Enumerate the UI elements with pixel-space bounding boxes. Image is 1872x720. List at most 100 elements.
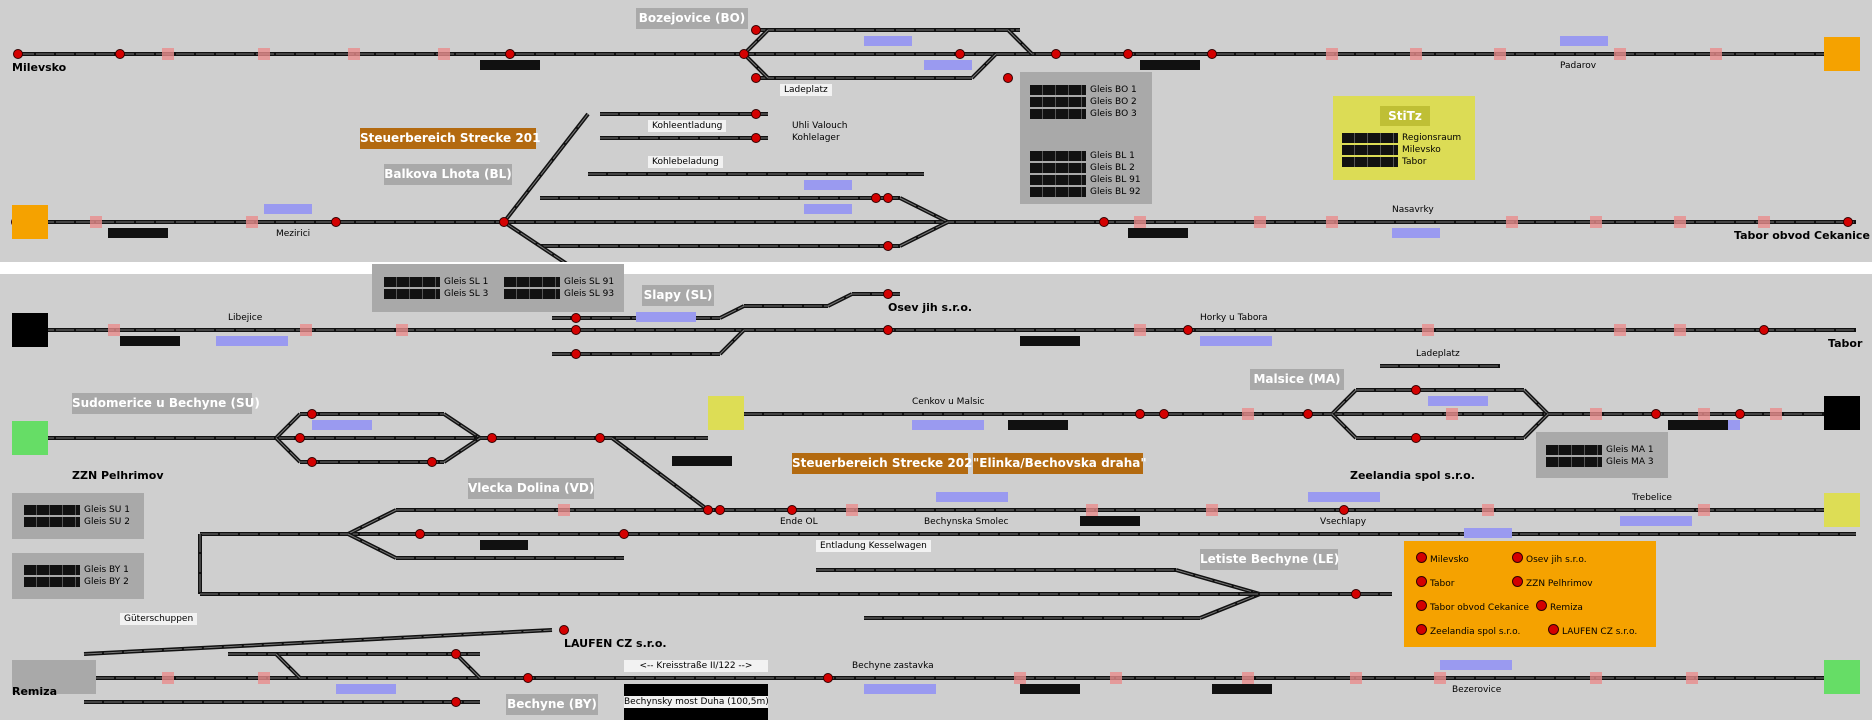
track-section xyxy=(1199,593,1261,619)
signal-icon xyxy=(571,325,581,335)
signal-icon xyxy=(487,433,497,443)
track-section xyxy=(1007,29,1033,55)
group-button-bl-92[interactable]: Gleis BL 92 xyxy=(1030,187,1141,198)
area-malsice[interactable]: Malsice (MA) xyxy=(1250,369,1344,390)
section-marker xyxy=(258,48,270,60)
group-button-sl-91[interactable]: Gleis SL 91 xyxy=(504,277,614,288)
group-button-bo-2[interactable]: Gleis BO 2 xyxy=(1030,97,1137,108)
stitz-button-tabor[interactable]: Tabor xyxy=(1342,157,1426,168)
track-section xyxy=(83,629,553,655)
signal-icon xyxy=(715,505,725,515)
signal-icon xyxy=(1159,409,1169,419)
area-balkova-lhota[interactable]: Balkova Lhota (BL) xyxy=(384,164,512,185)
platform xyxy=(636,312,696,322)
platform xyxy=(264,204,312,214)
section-marker xyxy=(1410,48,1422,60)
section-marker xyxy=(1674,216,1686,228)
place-vsechlapy: Vsechlapy xyxy=(1320,517,1367,527)
route-buttons xyxy=(480,60,540,70)
group-button-bl-1[interactable]: Gleis BL 1 xyxy=(1030,151,1135,162)
signal-icon xyxy=(751,25,761,35)
legend-osev[interactable]: Osev jih s.r.o. xyxy=(1512,552,1587,566)
end-box-sudomerice-left[interactable] xyxy=(12,421,48,455)
section-marker xyxy=(1434,672,1446,684)
end-box-trebelice-right[interactable] xyxy=(1824,493,1860,527)
group-button-sl-93[interactable]: Gleis SL 93 xyxy=(504,289,614,300)
group-button-bl-2[interactable]: Gleis BL 2 xyxy=(1030,163,1135,174)
end-box-malsice-right[interactable] xyxy=(1824,396,1860,430)
platform xyxy=(1620,516,1692,526)
signal-icon xyxy=(1759,325,1769,335)
signal-icon xyxy=(751,109,761,119)
area-sudomerice[interactable]: Sudomerice u Bechyne (SU) xyxy=(72,393,260,414)
area-bozejovice[interactable]: Bozejovice (BO) xyxy=(636,8,748,29)
group-button-ma-1[interactable]: Gleis MA 1 xyxy=(1546,445,1654,456)
end-box-milevsko-top[interactable] xyxy=(1824,37,1860,71)
section-marker xyxy=(90,216,102,228)
group-button-bo-1[interactable]: Gleis BO 1 xyxy=(1030,85,1137,96)
signal-icon xyxy=(295,433,305,443)
stitz-button-milevsko[interactable]: Milevsko xyxy=(1342,145,1441,156)
track-section xyxy=(1523,389,1549,415)
platform xyxy=(312,420,372,430)
section-marker xyxy=(1590,216,1602,228)
legend-zeelandia[interactable]: Zeelandia spol s.r.o. xyxy=(1416,624,1520,638)
stitz-button-regionsraum[interactable]: Regionsraum xyxy=(1342,133,1461,144)
group-button-su-2[interactable]: Gleis SU 2 xyxy=(24,517,130,528)
section-marker xyxy=(1350,672,1362,684)
button-group-su xyxy=(12,493,144,539)
track-section xyxy=(443,413,481,439)
legend-laufen[interactable]: LAUFEN CZ s.r.o. xyxy=(1548,624,1637,638)
area-letiste[interactable]: Letiste Bechyne (LE) xyxy=(1200,549,1339,570)
place-ende-ol: Ende OL xyxy=(780,517,818,527)
group-button-bl-91[interactable]: Gleis BL 91 xyxy=(1030,175,1141,186)
legend-remiza[interactable]: Remiza xyxy=(1536,600,1583,614)
signal-icon xyxy=(1536,600,1547,611)
end-box-libejice-left[interactable] xyxy=(12,313,48,347)
end-box-cenkov-left[interactable] xyxy=(708,396,744,430)
signal-icon xyxy=(883,325,893,335)
signal-icon xyxy=(1123,49,1133,59)
area-slapy[interactable]: Slapy (SL) xyxy=(642,285,714,306)
legend-tabor-obvod[interactable]: Tabor obvod Cekanice xyxy=(1416,600,1529,614)
route-buttons xyxy=(1020,684,1080,694)
end-box-balkova-left[interactable] xyxy=(12,205,48,239)
track-section xyxy=(1331,413,1357,439)
route-buttons xyxy=(1140,60,1200,70)
end-box-remiza-left[interactable] xyxy=(12,660,96,694)
legend-milevsko[interactable]: Milevsko xyxy=(1416,552,1469,566)
route-buttons xyxy=(1128,228,1188,238)
group-button-ma-3[interactable]: Gleis MA 3 xyxy=(1546,457,1654,468)
signal-icon xyxy=(331,217,341,227)
place-cenkov: Cenkov u Malsic xyxy=(912,397,985,407)
end-box-bezerovice-right[interactable] xyxy=(1824,660,1860,694)
area-vlecka-dolina[interactable]: Vlecka Dolina (VD) xyxy=(468,478,594,499)
legend-zzn[interactable]: ZZN Pelhrimov xyxy=(1512,576,1593,590)
track-section xyxy=(443,437,481,463)
legend-tabor[interactable]: Tabor xyxy=(1416,576,1454,590)
group-button-sl-1[interactable]: Gleis SL 1 xyxy=(384,277,488,288)
area-elinka[interactable]: "Elinka/Bechovska draha" xyxy=(973,453,1147,474)
signal-icon xyxy=(883,289,893,299)
place-nasavrky: Nasavrky xyxy=(1392,205,1434,215)
signal-icon xyxy=(1416,600,1427,611)
signal-icon xyxy=(523,673,533,683)
area-steuerbereich-202[interactable]: Steuerbereich Strecke 202 xyxy=(792,453,972,474)
group-button-by-2[interactable]: Gleis BY 2 xyxy=(24,577,129,588)
section-marker xyxy=(558,504,570,516)
section-marker xyxy=(162,48,174,60)
group-button-bo-3[interactable]: Gleis BO 3 xyxy=(1030,109,1137,120)
signal-icon xyxy=(1339,505,1349,515)
signal-icon xyxy=(1051,49,1061,59)
signal-icon xyxy=(115,49,125,59)
area-steuerbereich-201[interactable]: Steuerbereich Strecke 201 xyxy=(360,128,540,149)
group-button-by-1[interactable]: Gleis BY 1 xyxy=(24,565,129,576)
bridge-bechynsky-most: Bechynsky most Duha (100,5m) xyxy=(624,684,769,720)
place-bechynska-smolec: Bechynska Smolec xyxy=(924,517,1009,527)
group-button-su-1[interactable]: Gleis SU 1 xyxy=(24,505,130,516)
area-bechyne[interactable]: Bechyne (BY) xyxy=(506,694,598,715)
signal-icon xyxy=(1416,552,1427,563)
section-marker xyxy=(1086,504,1098,516)
group-button-sl-3[interactable]: Gleis SL 3 xyxy=(384,289,488,300)
